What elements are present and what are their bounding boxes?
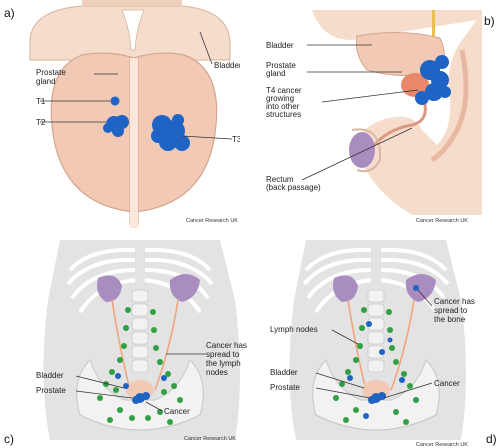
label-spread-3: the bone — [434, 315, 466, 324]
label-spread-1: Cancer has — [434, 297, 475, 306]
label-prostate-gland-1: Prostate — [36, 68, 66, 77]
label-lymph-nodes: Lymph nodes — [270, 325, 318, 334]
label-spread-4: nodes — [206, 368, 228, 377]
label-bladder: Bladder — [266, 41, 294, 50]
credit-text: Cancer Research UK — [416, 442, 468, 448]
panel-a-letter: a) — [4, 6, 15, 20]
panel-c-letter: c) — [4, 432, 14, 446]
label-t3: T3 — [232, 135, 240, 144]
label-t2: T2 — [36, 118, 46, 127]
panel-b-letter: b) — [484, 14, 495, 28]
credit-text: Cancer Research UK — [184, 436, 236, 442]
label-cancer: Cancer — [434, 379, 460, 388]
panel-d-bone-spread: Lymph nodes Cancer has spread to the bon… — [266, 240, 488, 448]
label-spread-3: the lymph — [206, 359, 241, 368]
panel-c-lymph-spread: Cancer has spread to the lymph nodes Bla… — [20, 240, 250, 448]
label-cancer: Cancer — [164, 407, 190, 416]
credit-text: Cancer Research UK — [186, 218, 238, 224]
testicle-shape — [349, 132, 375, 168]
panel-b-t4-side-view: Bladder Prostate gland T4 cancer growing… — [262, 10, 482, 232]
label-bladder: Bladder — [270, 368, 298, 377]
label-spread-2: spread to — [206, 350, 240, 359]
credit-text: Cancer Research UK — [416, 218, 468, 224]
label-rectum-2: (back passage) — [266, 183, 321, 192]
t1-tumour — [111, 97, 120, 106]
panel-a-prostate-tumour-stages: Bladder Prostate gland T1 T2 T3 Cancer R… — [22, 0, 240, 230]
label-prostate: Prostate — [36, 386, 66, 395]
label-prostate: Prostate — [270, 383, 300, 392]
label-spread-1: Cancer has — [206, 341, 247, 350]
label-bladder: Bladder — [214, 61, 240, 70]
label-prostate-gland-2: gland — [36, 77, 56, 86]
label-prostate-gland-2: gland — [266, 69, 286, 78]
label-t1: T1 — [36, 97, 46, 106]
label-spread-2: spread to — [434, 306, 468, 315]
label-t4-4: structures — [266, 110, 301, 119]
label-bladder: Bladder — [36, 371, 64, 380]
